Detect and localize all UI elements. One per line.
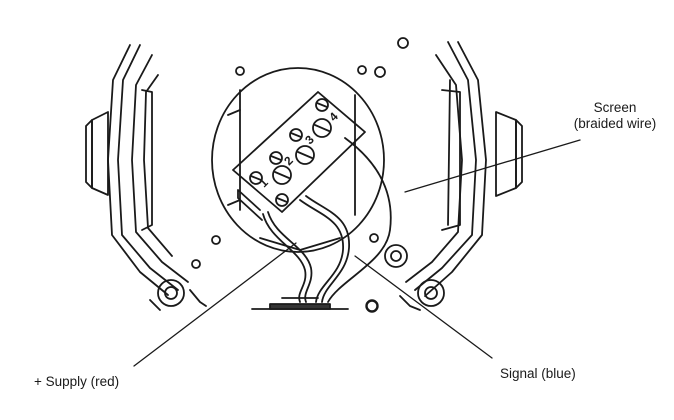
screen-wire [327, 137, 392, 303]
cable-gland [251, 297, 349, 310]
screen-label-line2: (braided wire) [573, 116, 657, 131]
screen-label-line1: Screen [593, 100, 637, 115]
supply-leader [133, 242, 297, 367]
terminal-screws [249, 98, 332, 207]
signal-wire [299, 199, 344, 303]
wires [262, 137, 392, 303]
mounting-holes [191, 37, 409, 313]
signal-label: Signal (blue) [500, 366, 576, 381]
terminal-number-1: 1 [256, 175, 271, 190]
terminal-block [232, 91, 366, 221]
leader-lines [133, 139, 581, 367]
left-mounting-bracket [85, 44, 207, 311]
central-housing-plate [211, 67, 385, 253]
hex-nut [384, 244, 408, 268]
signal-leader [354, 255, 493, 359]
screen-leader [404, 139, 581, 193]
supply-label: + Supply (red) [34, 374, 120, 389]
screen-label: Screen (braided wire) [560, 100, 670, 132]
right-mounting-bracket [399, 41, 523, 311]
supply-wire [262, 213, 307, 303]
